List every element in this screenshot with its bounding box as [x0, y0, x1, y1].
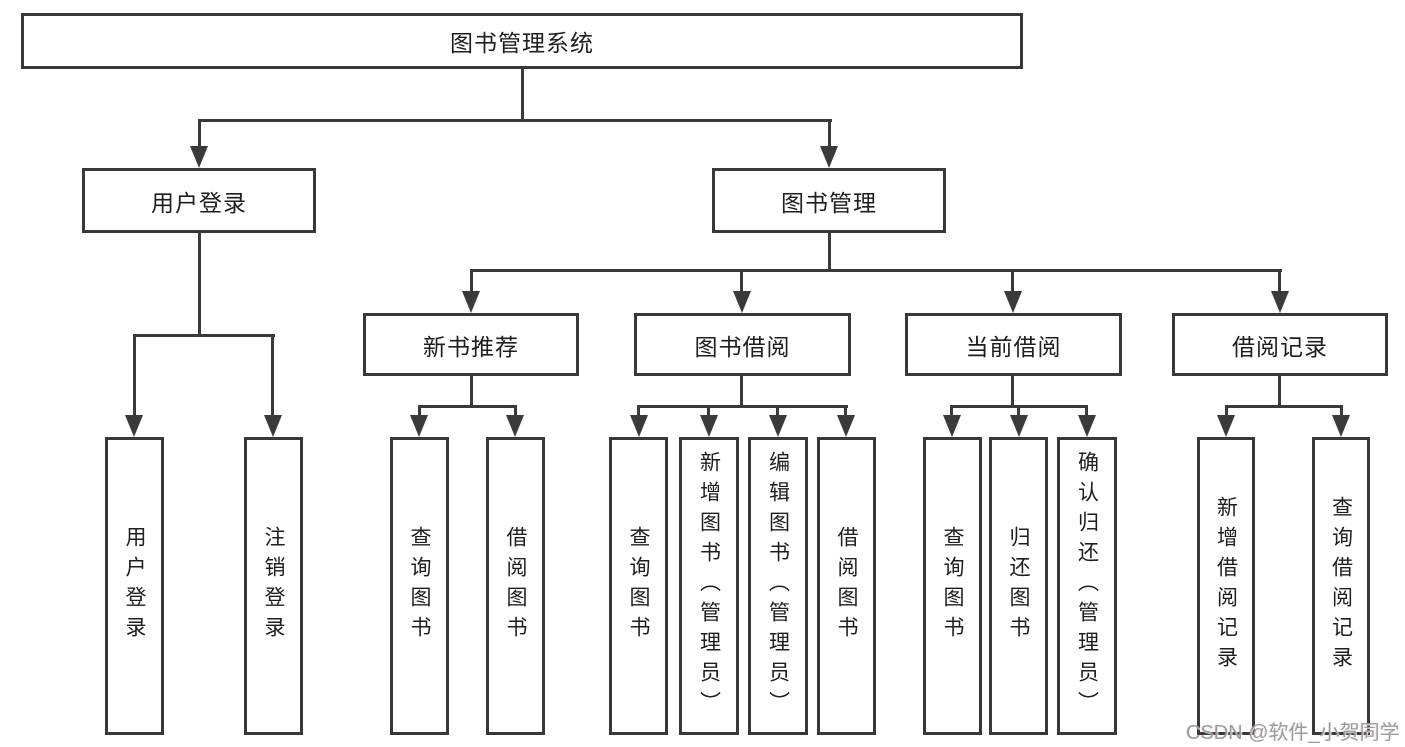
node-book-management: 图书管理 — [712, 168, 946, 233]
csdn-watermark: CSDN @软件_小贺同学 — [1186, 722, 1400, 744]
leaf-rec-query-books-label: 查询图书 — [408, 526, 431, 646]
connector-leaf-stem — [844, 405, 847, 420]
connector-book-management-crossbar — [470, 269, 1282, 272]
leaf-bb-borrow-books: 借阅图书 — [817, 437, 876, 735]
leaf-br-query-record-label: 查询借阅记录 — [1329, 496, 1353, 676]
leaf-br-query-record: 查询借阅记录 — [1312, 437, 1370, 735]
node-borrow-records: 借阅记录 — [1172, 313, 1388, 376]
node-user-login: 用户登录 — [82, 168, 316, 233]
arrow-down-icon — [700, 415, 718, 437]
arrow-down-icon — [837, 415, 855, 437]
connector-leaf-stem — [1017, 405, 1020, 420]
connector-to-new-book-rec-stem — [470, 269, 473, 295]
connector-leaf-stem — [707, 405, 710, 420]
arrow-down-icon — [125, 415, 143, 437]
connector-to-user-login-stem — [198, 119, 201, 149]
leaf-rec-borrow-books-label: 借阅图书 — [504, 526, 527, 646]
connector-to-leaf-user-login-stem — [133, 334, 136, 418]
arrow-down-icon — [1078, 415, 1096, 437]
node-book-borrowing-label: 图书借阅 — [694, 333, 791, 360]
leaf-bb-edit-books-admin: 编辑图书（管理员） — [748, 437, 808, 735]
arrow-down-icon — [769, 415, 787, 437]
leaf-bb-borrow-books-label: 借阅图书 — [835, 526, 858, 646]
arrow-down-icon — [1004, 291, 1022, 313]
arrow-down-icon — [462, 291, 480, 313]
arrow-down-icon — [1271, 291, 1289, 313]
leaf-br-add-record-label: 新增借阅记录 — [1214, 496, 1238, 676]
arrow-down-icon — [264, 415, 282, 437]
node-current-borrowing-label: 当前借阅 — [965, 333, 1062, 360]
connector-book-borrowing-stem — [740, 376, 743, 408]
node-book-borrowing: 图书借阅 — [634, 313, 851, 376]
connector-user-login-crossbar — [133, 334, 275, 337]
leaf-rec-query-books: 查询图书 — [390, 437, 449, 735]
arrow-down-icon — [506, 415, 524, 437]
leaf-cb-confirm-return-admin: 确认归还（管理员） — [1057, 437, 1117, 735]
connector-borrow-records-crossbar — [1225, 405, 1343, 408]
arrow-down-icon — [1217, 415, 1235, 437]
leaf-user-login-label: 用户登录 — [123, 526, 146, 646]
leaf-bb-query-books: 查询图书 — [609, 437, 668, 735]
arrow-down-icon — [733, 291, 751, 313]
leaf-logout-label: 注销登录 — [262, 526, 285, 646]
connector-leaf-stem — [418, 405, 421, 420]
leaf-logout: 注销登录 — [244, 437, 303, 735]
arrow-down-icon — [943, 415, 961, 437]
connector-user-login-stem — [198, 233, 201, 337]
connector-new-book-rec-stem — [470, 376, 473, 408]
leaf-cb-return-books-label: 归还图书 — [1007, 526, 1030, 646]
leaf-bb-edit-books-admin-label: 编辑图书（管理员） — [766, 451, 790, 721]
arrow-down-icon — [630, 415, 648, 437]
connector-to-current-borrowing-stem — [1011, 269, 1014, 295]
connector-to-book-management-stem — [828, 119, 831, 149]
leaf-user-login: 用户登录 — [105, 437, 164, 735]
leaf-br-add-record: 新增借阅记录 — [1197, 437, 1255, 735]
connector-to-book-borrowing-stem — [740, 269, 743, 295]
node-new-book-recommendation: 新书推荐 — [363, 313, 579, 376]
node-user-login-label: 用户登录 — [151, 189, 247, 216]
leaf-cb-query-books-label: 查询图书 — [941, 526, 964, 646]
leaf-bb-query-books-label: 查询图书 — [627, 526, 650, 646]
connector-leaf-stem — [776, 405, 779, 420]
connector-leaf-stem — [1225, 405, 1228, 420]
arrow-down-icon — [190, 146, 208, 168]
leaf-bb-add-books-admin-label: 新增图书（管理员） — [697, 451, 721, 721]
arrow-down-icon — [1332, 415, 1350, 437]
connector-current-borrowing-stem — [1011, 376, 1014, 408]
node-book-management-label: 图书管理 — [781, 189, 877, 216]
leaf-cb-return-books: 归还图书 — [989, 437, 1048, 735]
connector-book-borrowing-crossbar — [637, 405, 848, 408]
leaf-cb-query-books: 查询图书 — [923, 437, 982, 735]
node-new-book-recommendation-label: 新书推荐 — [423, 333, 519, 360]
connector-book-management-stem — [828, 233, 831, 272]
leaf-cb-confirm-return-admin-label: 确认归还（管理员） — [1075, 451, 1099, 721]
connector-leaf-stem — [637, 405, 640, 420]
leaf-rec-borrow-books: 借阅图书 — [486, 437, 545, 735]
connector-root-stem — [521, 69, 524, 122]
connector-to-borrow-records-stem — [1278, 269, 1281, 295]
arrow-down-icon — [820, 146, 838, 168]
leaf-bb-add-books-admin: 新增图书（管理员） — [679, 437, 739, 735]
connector-new-book-rec-crossbar — [418, 405, 517, 408]
arrow-down-icon — [410, 415, 428, 437]
node-current-borrowing: 当前借阅 — [905, 313, 1122, 376]
connector-leaf-stem — [1085, 405, 1088, 420]
connector-leaf-stem — [950, 405, 953, 420]
connector-borrow-records-stem — [1278, 376, 1281, 408]
node-borrow-records-label: 借阅记录 — [1232, 333, 1328, 360]
connector-leaf-stem — [1340, 405, 1343, 420]
node-root-label: 图书管理系统 — [450, 30, 594, 56]
node-root: 图书管理系统 — [21, 13, 1023, 69]
connector-root-crossbar — [198, 119, 832, 122]
connector-leaf-stem — [514, 405, 517, 420]
arrow-down-icon — [1010, 415, 1028, 437]
connector-to-leaf-logout-stem — [271, 334, 274, 418]
